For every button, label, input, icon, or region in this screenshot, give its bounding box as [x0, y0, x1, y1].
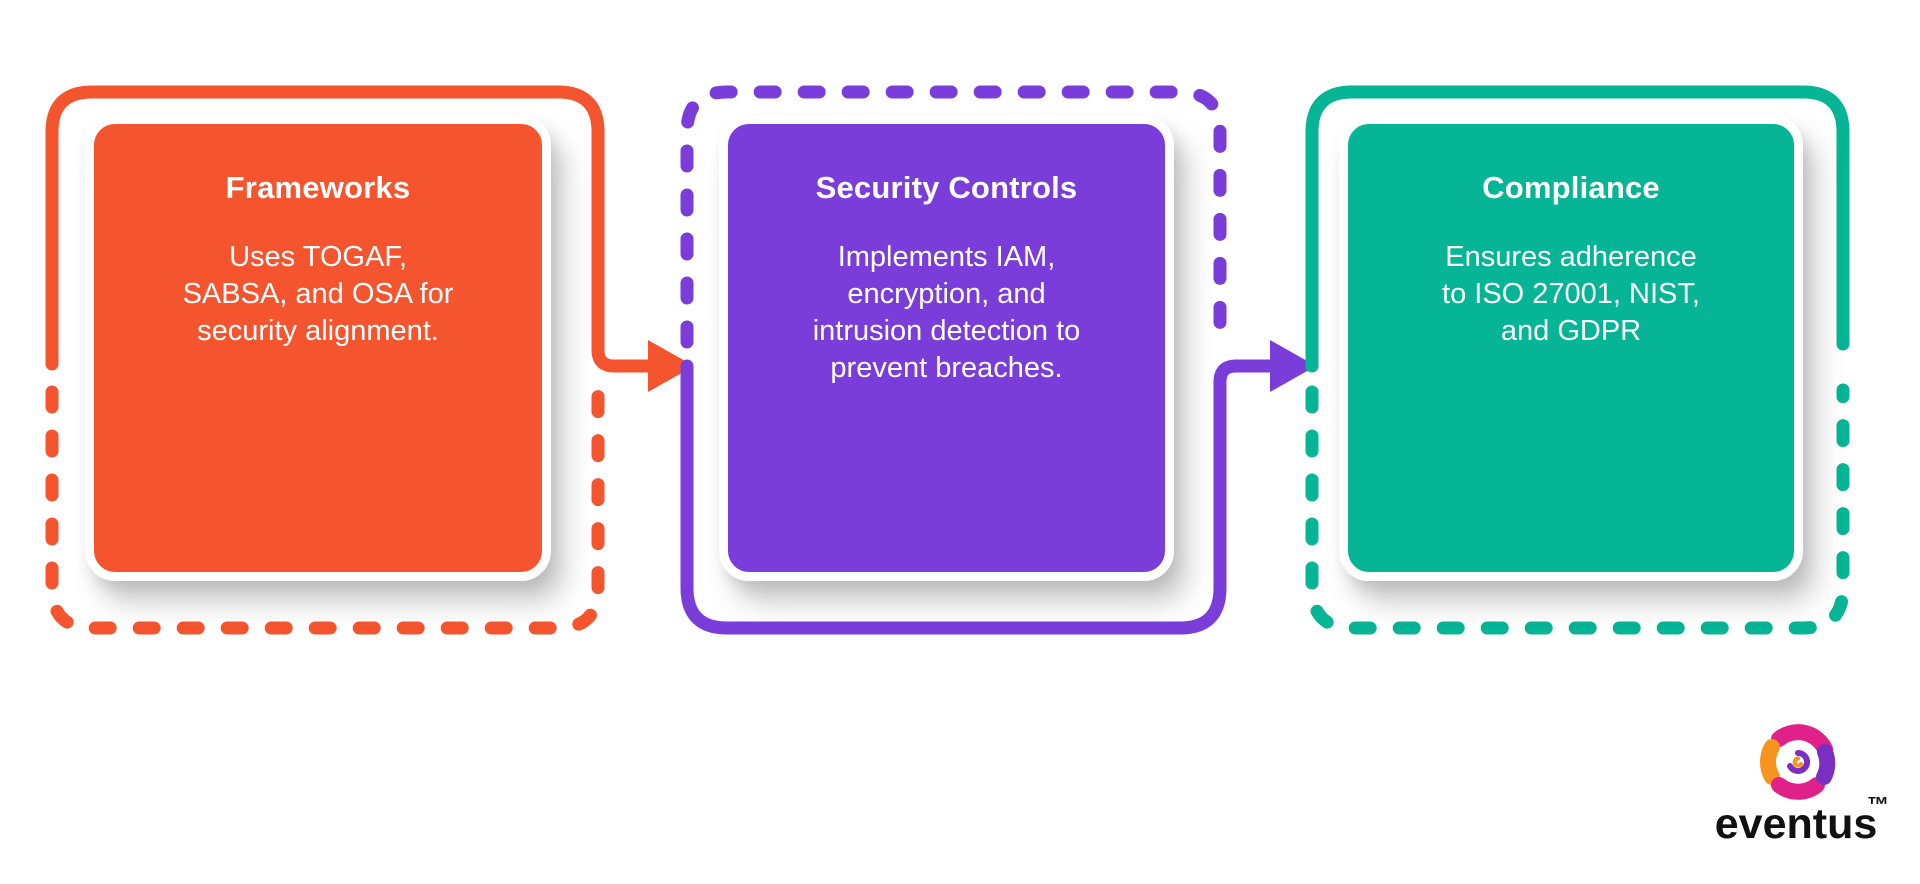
security-controls-outline-dashed — [680, 85, 1227, 349]
body-line: Ensures adherence — [1445, 241, 1697, 273]
compliance-outline-solid — [1305, 85, 1850, 373]
body-line: and GDPR — [1500, 315, 1642, 347]
body-line: Uses TOGAF, — [229, 241, 407, 273]
body-line: Implements IAM, — [837, 241, 1056, 273]
security-controls-outline — [680, 85, 1316, 635]
card-security-controls: Security Controls Implements IAM, encryp… — [719, 115, 1174, 581]
card-frameworks-title: Frameworks — [225, 170, 411, 205]
card-security-controls-title: Security Controls — [815, 170, 1078, 205]
body-line: to ISO 27001, NIST, — [1442, 278, 1700, 310]
compliance-outline — [1305, 85, 1850, 635]
card-compliance-title: Compliance — [1482, 170, 1660, 205]
body-line: prevent breaches. — [830, 352, 1063, 384]
eventus-logo: eventus ™ — [1715, 724, 1889, 848]
card-security-controls-body: Implements IAM, encryption, and intrusio… — [813, 239, 1081, 387]
security-controls-outline-solid — [680, 359, 1279, 635]
card-frameworks-body: Uses TOGAF, SABSA, and OSA for security … — [183, 239, 454, 350]
eventus-logo-swirl-icon — [1760, 724, 1836, 800]
compliance-outline-dashed — [1305, 383, 1850, 635]
frameworks-outline-solid — [45, 85, 657, 373]
card-compliance: Compliance Ensures adherence to ISO 2700… — [1339, 115, 1803, 581]
frameworks-outline-dashed — [45, 385, 605, 635]
arrow-frameworks-to-security-head — [648, 340, 694, 392]
body-line: encryption, and — [847, 278, 1046, 310]
eventus-logo-text: eventus — [1715, 800, 1878, 848]
body-line: security alignment. — [197, 315, 439, 347]
body-line: SABSA, and OSA for — [182, 278, 454, 310]
card-frameworks: Frameworks Uses TOGAF, SABSA, and OSA fo… — [85, 115, 551, 581]
body-line: intrusion detection to — [812, 315, 1081, 347]
arrow-security-to-compliance-head — [1270, 340, 1316, 392]
card-compliance-body: Ensures adherence to ISO 27001, NIST, an… — [1442, 239, 1700, 350]
eventus-trademark: ™ — [1867, 792, 1889, 817]
frameworks-outline — [45, 85, 694, 635]
